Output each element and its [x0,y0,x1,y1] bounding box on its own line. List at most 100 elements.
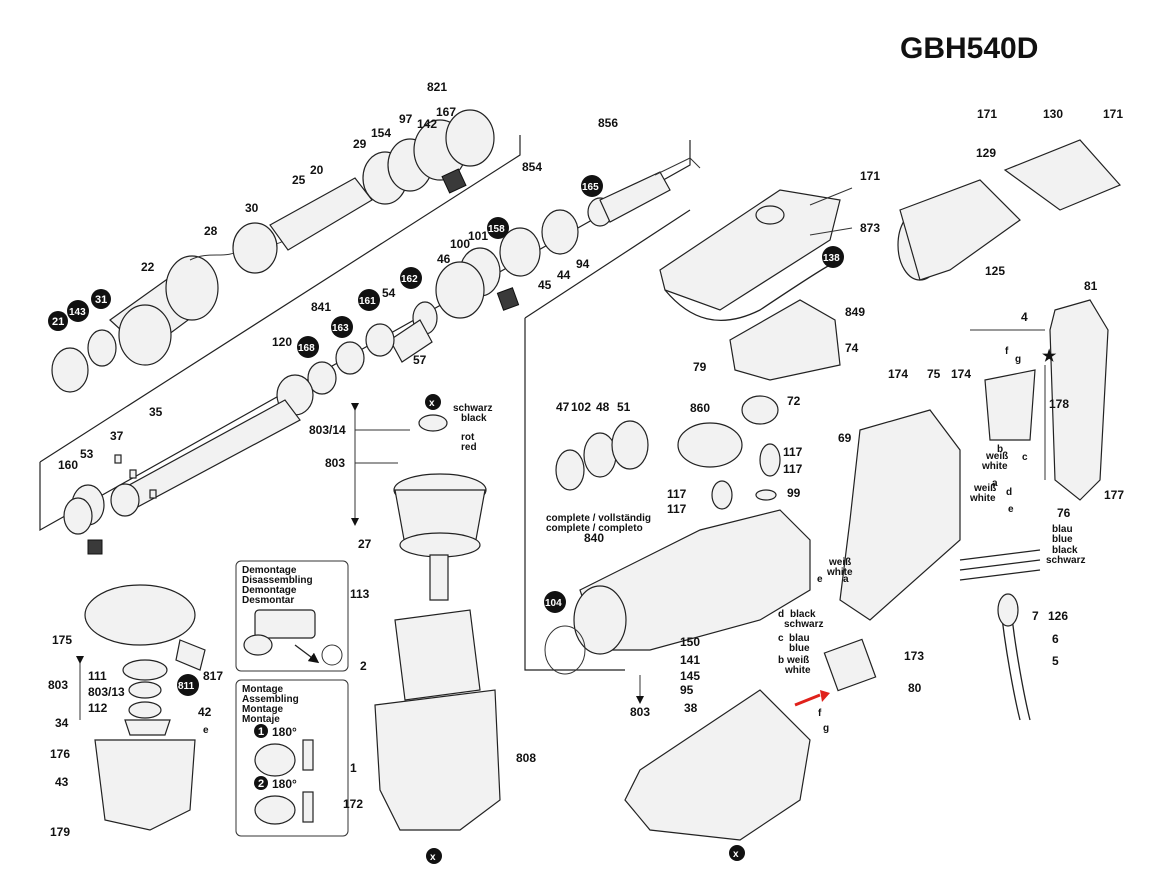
part-141: 141 [680,653,700,667]
part-29: 29 [353,137,367,151]
part-44: 44 [557,268,571,282]
part-95: 95 [680,683,694,697]
note-weiss-4: weiß [786,655,809,666]
part-840: 840 [584,531,604,545]
part-160: 160 [58,458,78,472]
part-111: 111 [88,669,107,683]
part-179: 179 [50,825,70,839]
part-126: 126 [1048,609,1068,623]
part-69: 69 [838,431,852,445]
montage-step-2: 2 180° [254,776,314,825]
upper-frame-line [39,135,521,463]
model-title: GBH540D [900,32,1038,65]
side-handle [897,139,1122,281]
demontage-line-3: Demontage [242,585,297,596]
part-841: 841 [311,300,331,314]
part-47: 47 [556,400,570,414]
switch-housing [839,409,1041,621]
part-1: 1 [350,761,357,775]
gear-assembly [555,395,781,510]
letter-f-top: f [1005,346,1009,357]
part-37: 37 [110,429,124,443]
part-803-13: 803/13 [88,685,125,699]
demontage-line-1: Demontage [242,565,297,576]
indicator-arrow [794,693,821,707]
letter-d-top: d [1006,487,1012,498]
part-31: 31 [95,294,107,306]
part-54: 54 [382,286,396,300]
note-white-3: white [826,567,853,578]
part-168: 168 [298,343,315,354]
part-803-a: 803 [325,456,345,470]
part-811: 811 [178,681,195,692]
part-53: 53 [80,447,94,461]
part-113: 113 [350,587,370,601]
part-22: 22 [141,260,155,274]
gear-frame-top [524,209,691,319]
montage-line-2: Assembling [242,694,299,705]
note-blau-2: blau [789,633,810,644]
demontage-line-2: Disassembling [242,575,313,586]
part-72: 72 [787,394,801,408]
part-99: 99 [787,486,801,500]
part-6: 6 [1052,632,1059,646]
part-74: 74 [845,341,859,355]
part-45: 45 [538,278,552,292]
part-130: 130 [1043,107,1063,121]
note-black-2: black [1052,545,1078,556]
note-black-3: black [790,609,816,620]
part-102: 102 [571,400,591,414]
part-165: 165 [582,182,599,193]
note-schwarz: schwarz [453,403,492,414]
part-25: 25 [292,173,306,187]
switch-module [823,638,877,692]
note-white-1: white [981,461,1008,472]
part-167: 167 [436,105,456,119]
letter-d-mid: d [778,609,784,620]
letter-b-mid: b [778,655,784,666]
part-178: 178 [1049,397,1069,411]
upper-housing-cover [659,189,841,322]
part-129: 129 [976,146,996,160]
part-27: 27 [358,537,372,551]
part-174-a: 174 [888,367,908,381]
motor-housing [374,689,501,831]
gear-frame-line [524,318,625,671]
part-171-c: 171 [860,169,880,183]
part-803-b: 803 [48,678,68,692]
part-104: 104 [545,598,562,609]
part-97: 97 [399,112,413,126]
part-57: 57 [413,353,427,367]
part-808: 808 [516,751,536,765]
mid-frame-line [39,140,691,532]
part-125: 125 [985,264,1005,278]
part-94: 94 [576,257,590,271]
part-158: 158 [488,224,505,235]
note-weiss-3: weiß [828,557,851,568]
part-51: 51 [617,400,631,414]
note-weiss-1: weiß [985,451,1008,462]
step-2-number: 2 [258,778,264,790]
letter-b-top: b [997,444,1003,455]
note-schwarz-3: schwarz [784,619,823,630]
montage-line-3: Montage [242,704,284,715]
part-7: 7 [1032,609,1039,623]
part-145: 145 [680,669,700,683]
part-117-c: 117 [667,487,687,501]
montage-line-1: Montage [242,684,284,695]
letter-g-mid: g [823,723,829,734]
montage-step-1: 1 180° [254,724,314,777]
note-red: red [461,442,477,453]
part-161: 161 [359,296,376,307]
part-112: 112 [88,701,108,715]
part-817: 817 [203,669,223,683]
note-white-4: white [784,665,811,676]
letter-e-left: e [203,725,209,736]
drive-sleeve-assembly [51,109,495,393]
montage-line-4: Montaje [242,714,280,725]
part-120: 120 [272,335,292,349]
letter-a-top: a [992,478,998,489]
star-icon: ★ [1042,348,1057,365]
